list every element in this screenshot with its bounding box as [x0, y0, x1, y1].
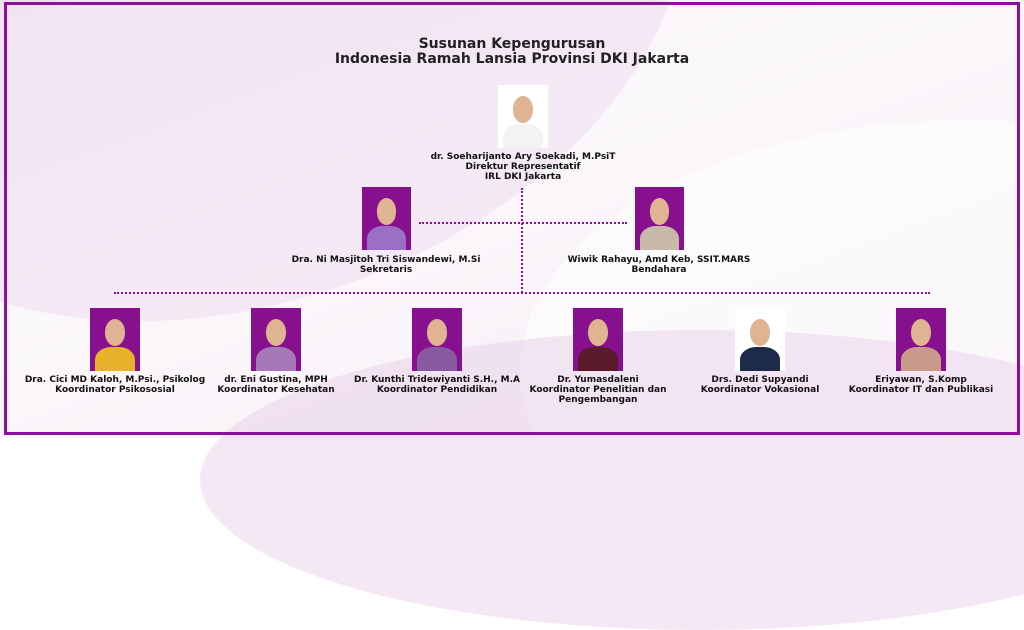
director-org: IRL DKI Jakarta	[484, 172, 562, 182]
coordinator-name: Dr. Kunthi Tridewiyanti S.H., M.A	[354, 375, 520, 385]
secretary-name: Dra. Ni Masjitoh Tri Siswandewi, M.Si	[291, 255, 481, 265]
director-name: dr. Soeharijanto Ary Soekadi, M.PsiT	[430, 152, 616, 162]
coordinator-role: Koordinator Psikososial	[55, 385, 175, 395]
secretary-photo	[362, 187, 411, 250]
coordinator-role: Koordinator Vokasional	[700, 385, 820, 395]
coordinator-photo	[412, 308, 462, 371]
treasurer-caption: Wiwik Rahayu, Amd Keb, SSIT.MARS Bendaha…	[568, 255, 751, 275]
connector-vertical	[521, 188, 523, 293]
director-caption: dr. Soeharijanto Ary Soekadi, M.PsiT Dir…	[431, 152, 616, 182]
secretary-role: Sekretaris	[359, 265, 413, 275]
connector-middle	[419, 222, 627, 224]
director-photo	[498, 85, 548, 148]
coordinator-name: Drs. Dedi Supyandi	[711, 375, 809, 385]
coordinator-role: Koordinator Penelitian dan Pengembangan	[529, 385, 667, 405]
coordinator-photo	[90, 308, 140, 371]
frame-border	[4, 2, 1020, 435]
coordinator-role: Koordinator IT dan Publikasi	[848, 385, 994, 395]
coordinator-role: Koordinator Kesehatan	[217, 385, 335, 395]
secretary-caption: Dra. Ni Masjitoh Tri Siswandewi, M.Si Se…	[292, 255, 481, 275]
treasurer-name: Wiwik Rahayu, Amd Keb, SSIT.MARS	[567, 255, 751, 265]
coordinator-photo	[573, 308, 623, 371]
coordinator-name: Eriyawan, S.Komp	[875, 375, 967, 385]
coordinator-role: Koordinator Pendidikan	[376, 385, 498, 395]
connector-bottom	[114, 292, 930, 294]
coordinator-photo	[735, 308, 785, 371]
treasurer-photo	[635, 187, 684, 250]
director-role: Direktur Representatif	[465, 162, 581, 172]
coordinator-photo	[251, 308, 301, 371]
chart-title-line1: Susunan Kepengurusan	[418, 36, 606, 52]
coordinator-name: Dr. Yumasdaleni	[557, 375, 639, 385]
treasurer-role: Bendahara	[631, 265, 687, 275]
chart-title-line2: Indonesia Ramah Lansia Provinsi DKI Jaka…	[334, 51, 690, 67]
coordinator-photo	[896, 308, 946, 371]
coordinator-name: Dra. Cici MD Kaloh, M.Psi., Psikolog	[24, 375, 206, 385]
coordinator-name: dr. Eni Gustina, MPH	[224, 375, 328, 385]
